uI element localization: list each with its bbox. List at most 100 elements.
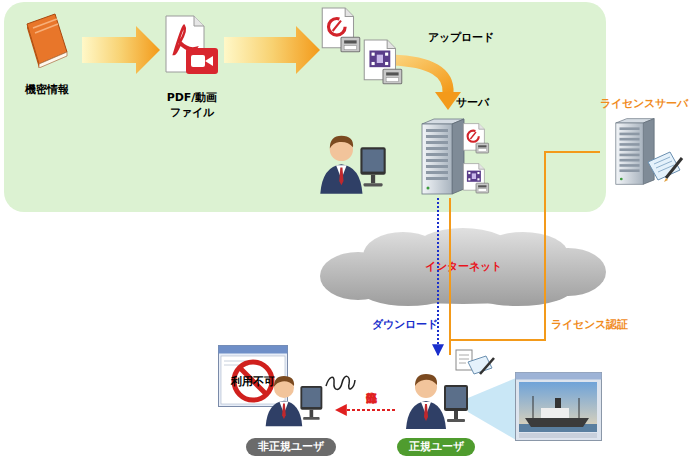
server-icon-part [619, 133, 639, 136]
server-icon-part [619, 148, 639, 151]
browser-window-part [234, 362, 272, 400]
file-icon-part [372, 53, 375, 56]
server-icon-part [643, 119, 654, 185]
license-docs-part [456, 350, 472, 370]
person-icon-part [310, 410, 314, 417]
server-icon-part [619, 138, 639, 141]
file-icon-part [377, 55, 383, 63]
person-icon [320, 136, 385, 194]
flow-arrow [82, 26, 160, 74]
browser-window-part [219, 346, 288, 407]
edge-label: ライセンス認証 [551, 318, 628, 332]
internet-cloud: インターネット [318, 226, 608, 308]
video-window-part [519, 424, 597, 432]
file-icon-part [468, 172, 470, 174]
server-icon [420, 116, 466, 196]
license-server: ライセンスサーバ [600, 96, 688, 194]
person-icon-part [447, 419, 465, 422]
file-icon-part [322, 8, 353, 48]
cloud-shape [318, 226, 608, 308]
person-icon-part [424, 404, 428, 421]
certificate-icon-part [654, 157, 674, 172]
certificate-icon [644, 148, 684, 184]
server-icon-part [619, 127, 639, 130]
license-docs-part [480, 358, 494, 374]
source-document: 機密情報 [12, 8, 82, 100]
node-label: 機密情報 [12, 82, 82, 97]
server-icon-part [426, 129, 448, 132]
person-icon-part [266, 401, 303, 427]
person-icon-part [406, 401, 446, 429]
media-file: PDF/動画 ファイル [160, 14, 224, 120]
node-label: インターネット [318, 259, 608, 274]
video-window-part [541, 408, 569, 418]
server-icon-part [426, 177, 448, 180]
person-icon-part [274, 378, 294, 398]
upload-curve [392, 60, 448, 93]
cloud-shape-part [320, 228, 606, 306]
person-icon-part [421, 402, 431, 415]
node-label: 正規ユーザ [397, 438, 475, 456]
pdf-video-icon-part [205, 56, 213, 66]
node-label: サーバ [456, 95, 496, 110]
file-icon-part [479, 124, 485, 130]
cloud-shape-part [478, 232, 568, 276]
file-icon-part [463, 124, 484, 151]
person-icon-part [363, 149, 384, 171]
person-icon-part [444, 385, 468, 411]
file-icon [463, 164, 488, 193]
file-icon-part [476, 183, 489, 193]
cloud-shape-part [463, 270, 573, 306]
browser-window-part [240, 368, 266, 394]
file-icon-part [468, 131, 479, 142]
server-icon-part [426, 153, 448, 156]
certificate-icon-part [648, 152, 680, 180]
person-icon-part [364, 183, 383, 186]
book-icon-part [27, 14, 67, 64]
file-icon-part [470, 132, 476, 139]
server-icon-part [452, 119, 464, 194]
cloud-shape-part [363, 232, 443, 280]
license-docs-part [468, 356, 492, 374]
file-icon-part [385, 62, 388, 65]
server-icon-part [620, 178, 623, 181]
node-label: 非正規ユーザ [246, 438, 336, 456]
browser-window-part [224, 361, 258, 365]
flow-arrow [224, 26, 320, 74]
upload-arrow [224, 26, 461, 110]
unauthorized-user: 非正規ユーザ [246, 362, 336, 458]
person-icon-part [274, 376, 294, 387]
server-icon-part [619, 169, 639, 172]
certificate-icon-part [664, 178, 668, 182]
file-icon-part [386, 72, 399, 75]
server-icon-part [426, 141, 448, 144]
file-icon [463, 124, 488, 153]
file-icon-part [478, 185, 486, 187]
file-icon-part [333, 21, 341, 31]
person-icon-part [371, 175, 375, 183]
cloud-shape-part [358, 270, 458, 306]
confusion-squiggle [326, 376, 355, 389]
person-icon-part [330, 136, 353, 149]
leak-line [336, 410, 395, 411]
file-icon-part [383, 69, 402, 84]
license-line [450, 152, 600, 355]
file-icon-part [372, 62, 375, 65]
person-icon-part [415, 376, 437, 398]
server-icon [614, 116, 656, 186]
person-icon-part [360, 147, 385, 174]
cloud-shape-part [343, 260, 583, 304]
pdf-video-icon [162, 14, 220, 78]
pdf-video-icon-part [194, 16, 204, 26]
file-icon-part [341, 37, 360, 52]
file-icon-part [344, 40, 357, 43]
server-icon-part [619, 164, 639, 167]
person-icon-part [336, 165, 347, 179]
file-icon-part [478, 189, 486, 192]
book-icon [21, 12, 73, 68]
person-icon-part [320, 164, 362, 194]
file-icon-part [387, 40, 395, 48]
flow-arrow [82, 26, 160, 74]
